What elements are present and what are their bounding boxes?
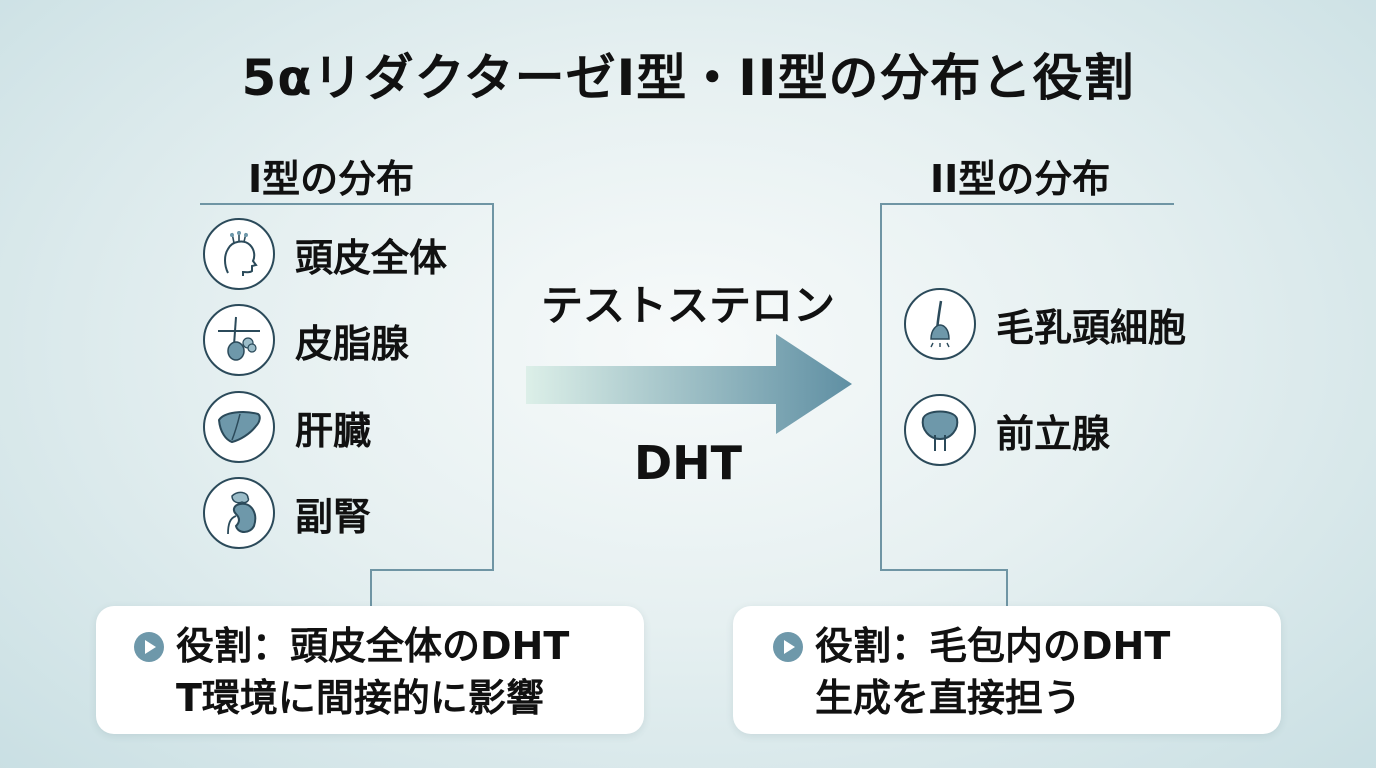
type1-heading: I型の分布 bbox=[248, 157, 415, 201]
page-title: 5αリダクターゼI型・II型の分布と役割 bbox=[241, 49, 1135, 107]
type2-role-line1: 役割：毛包内のDHT bbox=[815, 624, 1171, 668]
prostate-icon bbox=[904, 394, 976, 466]
type2-role-card: 役割：毛包内のDHT 生成を直接担う bbox=[733, 606, 1281, 734]
type2-connector bbox=[1006, 569, 1008, 607]
type1-bracket bbox=[200, 203, 494, 571]
type2-item-prostate: 前立腺 bbox=[904, 394, 1110, 466]
type2-item-label: 前立腺 bbox=[996, 411, 1111, 456]
scalp-head-icon bbox=[203, 218, 275, 290]
type1-role-line1: 役割：頭皮全体のDHT bbox=[176, 624, 570, 668]
liver-icon bbox=[203, 391, 275, 463]
type1-connector bbox=[370, 569, 372, 607]
play-bullet-icon bbox=[773, 632, 803, 662]
type1-item-liver: 肝臓 bbox=[203, 391, 371, 463]
type1-item-label: 肝臓 bbox=[295, 408, 372, 453]
type2-heading: II型の分布 bbox=[930, 157, 1111, 201]
type1-item-scalp: 頭皮全体 bbox=[203, 218, 447, 290]
type2-bracket-bottom bbox=[880, 569, 1008, 571]
type1-item-adrenal: 副腎 bbox=[203, 477, 371, 549]
conversion-arrow bbox=[526, 334, 852, 434]
type1-item-sebaceous: 皮脂腺 bbox=[203, 304, 409, 376]
type1-item-label: 皮脂腺 bbox=[295, 321, 410, 366]
conversion-to-label: DHT bbox=[633, 436, 743, 490]
hair-follicle-icon bbox=[904, 288, 976, 360]
play-bullet-icon bbox=[134, 632, 164, 662]
type2-item-hair-follicle: 毛乳頭細胞 bbox=[904, 288, 1186, 360]
adrenal-kidney-icon bbox=[203, 477, 275, 549]
sebaceous-gland-icon bbox=[203, 304, 275, 376]
type1-role-line2: T環境に間接的に影響 bbox=[176, 676, 544, 720]
type2-item-label: 毛乳頭細胞 bbox=[996, 305, 1187, 350]
type1-role-card: 役割：頭皮全体のDHT T環境に間接的に影響 bbox=[96, 606, 644, 734]
type1-item-label: 頭皮全体 bbox=[295, 235, 448, 280]
type2-bracket bbox=[880, 203, 1174, 571]
type1-bracket-bottom bbox=[370, 569, 494, 571]
conversion-from-label: テストステロン bbox=[540, 281, 835, 330]
type2-role-line2: 生成を直接担う bbox=[815, 676, 1082, 720]
type1-item-label: 副腎 bbox=[295, 494, 372, 539]
